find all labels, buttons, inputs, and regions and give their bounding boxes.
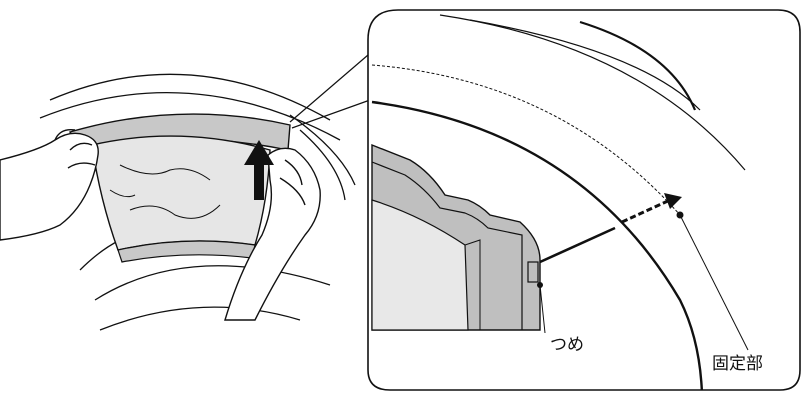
tsume-leader-dot — [537, 282, 543, 288]
zoom-box — [368, 10, 800, 394]
zoom-connector-bottom — [292, 100, 370, 128]
label-tsume: つめ — [550, 330, 584, 355]
zoom-connector-top — [290, 55, 368, 122]
drum-outer-arc — [50, 74, 330, 120]
label-kotei-bu: 固定部 — [712, 349, 763, 374]
kotei-leader-dot — [677, 212, 684, 219]
left-hand — [0, 133, 98, 240]
claw-tsume — [528, 262, 538, 282]
filter-body — [92, 136, 270, 250]
drum-lower-arc-2 — [80, 240, 120, 270]
drum-lower-arc-3 — [100, 307, 300, 330]
drum-lower-arc — [95, 266, 330, 300]
